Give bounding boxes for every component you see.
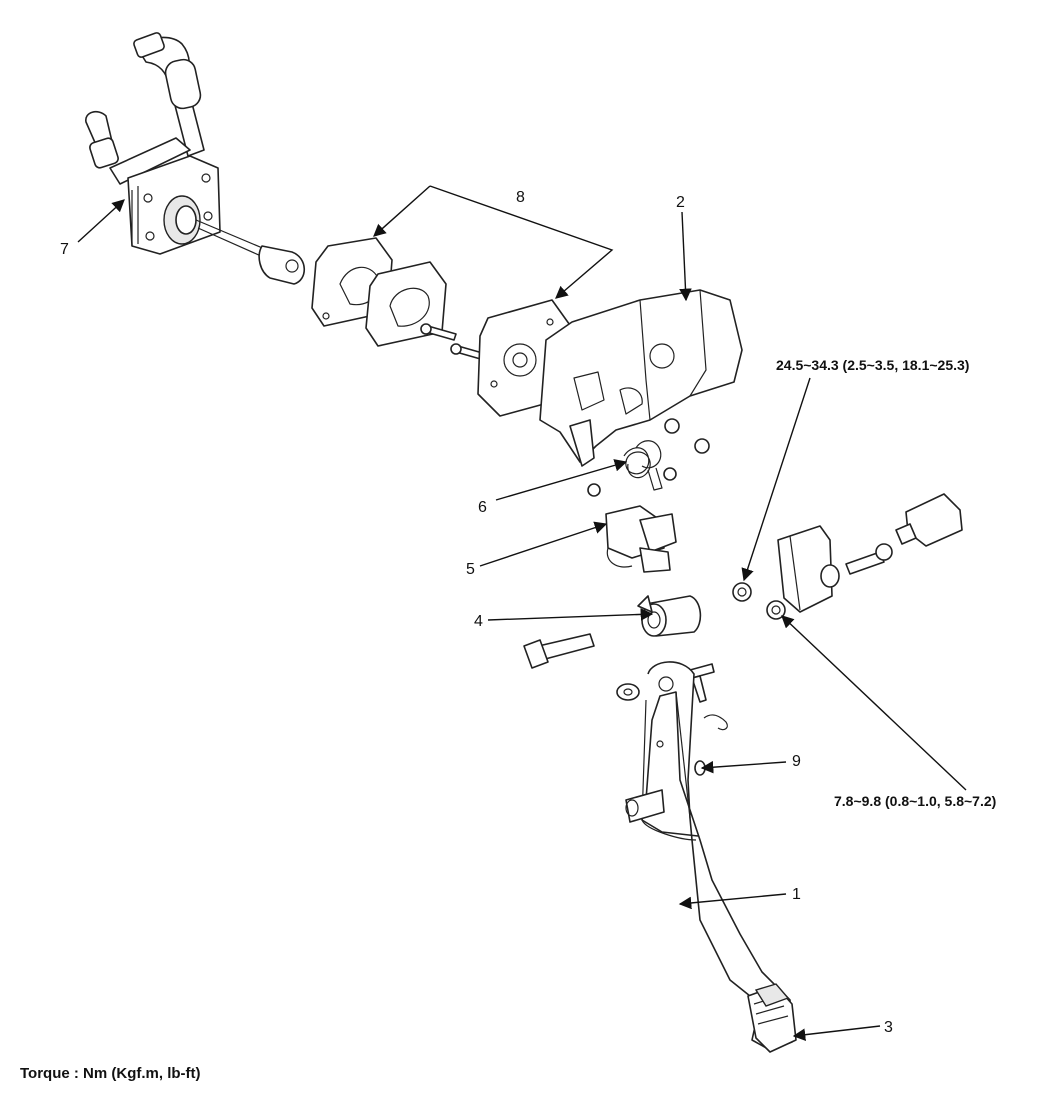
leader-1 xyxy=(678,893,787,910)
callout-3: 3 xyxy=(884,1019,893,1036)
torque-spec-lower: 7.8~9.8 (0.8~1.0, 5.8~7.2) xyxy=(834,793,996,809)
clip-part xyxy=(703,714,728,731)
leader-9 xyxy=(700,760,787,774)
callout-6: 6 xyxy=(478,499,487,516)
master-cylinder-part xyxy=(85,32,306,285)
pedal-arm-part xyxy=(625,661,793,1051)
leader-7 xyxy=(77,199,125,243)
leader-4 xyxy=(487,608,654,621)
torque-spec-upper: 24.5~34.3 (2.5~3.5, 18.1~25.3) xyxy=(776,357,969,373)
callout-1: 1 xyxy=(792,886,801,903)
leader-6 xyxy=(495,459,628,501)
leader-8b xyxy=(429,185,614,299)
pivot-bolt-part xyxy=(523,633,595,669)
callout-5: 5 xyxy=(466,561,475,578)
assist-spring-part xyxy=(587,440,677,497)
callout-labels: 7 8 2 6 5 4 9 1 3 24.5~34.3 (2.5~3.5, 18… xyxy=(20,189,996,1082)
switch-bracket-part xyxy=(777,493,963,613)
leader-2 xyxy=(679,211,692,302)
bushing-part xyxy=(637,595,702,637)
pedal-pad-part xyxy=(747,983,797,1053)
leader-5 xyxy=(479,521,608,567)
small-bolt-part xyxy=(689,663,715,703)
washer-part xyxy=(616,683,640,701)
leader-3 xyxy=(792,1025,881,1041)
torque-unit-note: Torque : Nm (Kgf.m, lb-ft) xyxy=(20,1065,201,1082)
leader-lines xyxy=(77,185,967,1041)
leader-spec-bottom xyxy=(781,615,967,791)
bracket-nut-part xyxy=(732,582,752,602)
pedal-bracket-part xyxy=(539,289,743,467)
leader-spec-top xyxy=(741,377,811,582)
callout-7: 7 xyxy=(60,241,69,258)
switch-nut-part xyxy=(766,600,786,620)
leader-8a xyxy=(373,185,431,237)
callout-9: 9 xyxy=(792,753,801,770)
callout-8: 8 xyxy=(516,189,525,206)
gasket-plates-part xyxy=(311,237,573,417)
callout-2: 2 xyxy=(676,194,685,211)
clutch-switch-part xyxy=(605,505,677,573)
callout-4: 4 xyxy=(474,613,483,630)
